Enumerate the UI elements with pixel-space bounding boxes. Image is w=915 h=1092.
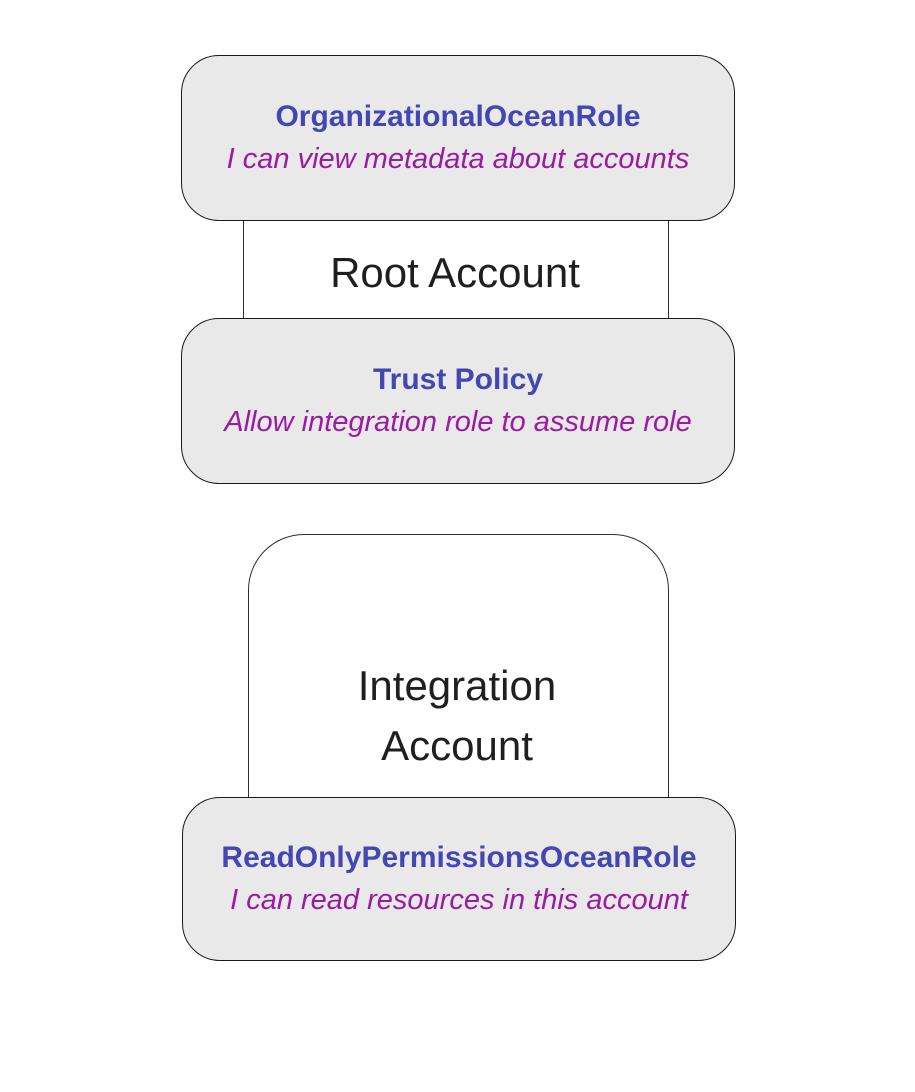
read-only-permissions-ocean-role-subtitle: I can read resources in this account	[230, 883, 688, 916]
root-account-label: Root Account	[330, 249, 580, 296]
integration-account-label: Integration Account	[357, 662, 557, 769]
organizational-ocean-role-title: OrganizationalOceanRole	[275, 99, 641, 133]
organizational-ocean-role-subtitle: I can view metadata about accounts	[226, 142, 690, 175]
trust-policy-subtitle: Allow integration role to assume role	[224, 405, 692, 438]
node-read-only-permissions-ocean-role: ReadOnlyPermissionsOceanRole I can read …	[182, 797, 736, 961]
read-only-permissions-ocean-role-title: ReadOnlyPermissionsOceanRole	[221, 840, 697, 874]
node-trust-policy: Trust Policy Allow integration role to a…	[181, 318, 735, 484]
node-organizational-ocean-role: OrganizationalOceanRole I can view metad…	[181, 55, 735, 221]
trust-policy-title: Trust Policy	[372, 362, 544, 396]
